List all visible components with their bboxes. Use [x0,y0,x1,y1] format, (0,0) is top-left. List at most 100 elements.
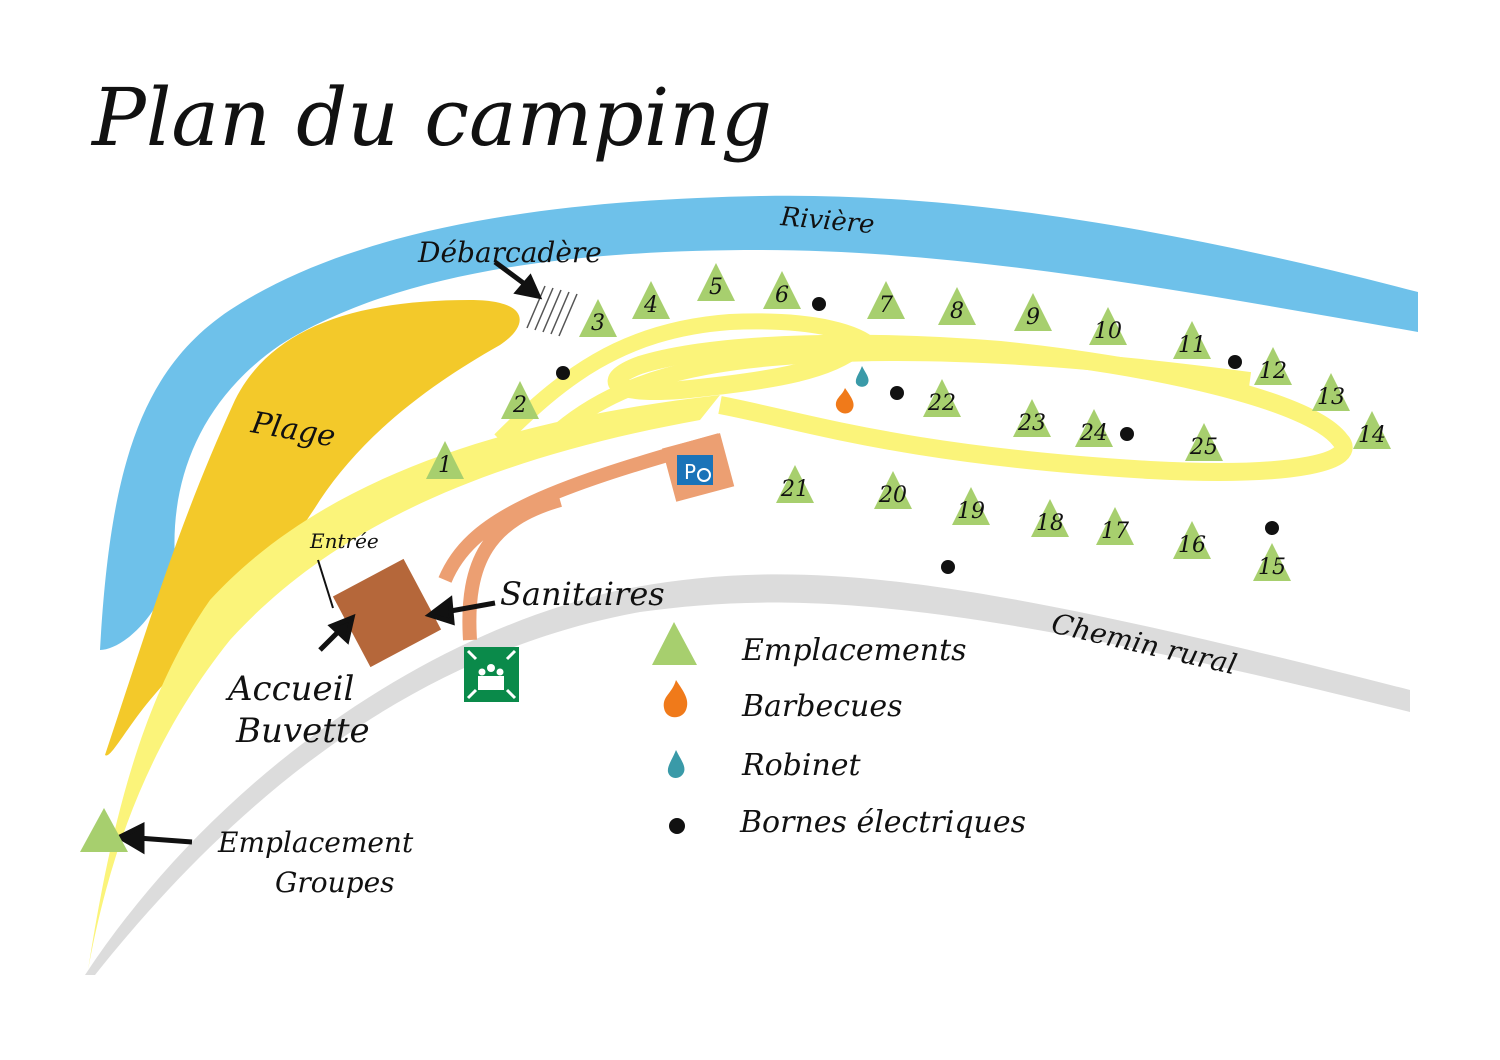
site-marker-22: 22 [923,379,961,417]
site-number: 10 [1094,319,1122,344]
tent-icon [952,487,990,525]
site-marker-6: 6 [763,271,801,309]
parking-disabled-icon: P [677,455,713,485]
tent-icon [1312,373,1350,411]
tent-icon [1185,423,1223,461]
tent-icon [579,299,617,337]
dot-icon [669,818,685,834]
site-marker-8: 8 [938,287,976,325]
site-marker-18: 18 [1031,499,1069,537]
site-number: 11 [1178,333,1206,358]
beach [105,300,520,756]
tent-icon [1013,399,1051,437]
tent-icon [867,281,905,319]
site-marker-12: 12 [1254,347,1292,385]
site-marker-7: 7 [867,281,905,319]
legend: Emplacements Barbecues Robinet Bornes él… [652,622,1026,840]
fire-icon [663,680,688,718]
pier-icon [526,285,578,337]
site-number: 21 [780,477,809,502]
rural-road-label: Chemin rural [1048,607,1240,682]
group-site-label-1: Emplacement [217,826,414,859]
entrance-line [317,559,334,609]
svg-text:P: P [684,460,696,484]
entrance-label: Entrée [309,529,379,553]
tent-icon [697,263,735,301]
tent-icon [1075,409,1113,447]
electric-terminals [556,297,1279,574]
water-drop-icon [667,750,685,778]
fire-icon [835,388,854,414]
tent-icon [1031,499,1069,537]
site-marker-25: 25 [1185,423,1223,461]
assembly-point-icon [464,647,519,702]
site-marker-17: 17 [1096,507,1134,545]
site-number: 13 [1317,385,1345,410]
site-number: 2 [512,393,527,418]
group-site-tent [80,808,128,852]
reception-label-2: Buvette [235,711,370,751]
legend-label-sites: Emplacements [741,633,967,668]
tent-icon [1173,521,1211,559]
site-number: 24 [1079,421,1108,446]
tent-icon [874,471,912,509]
tent-icon [1173,321,1211,359]
site-number: 19 [957,499,985,524]
tent-icon [1014,293,1052,331]
tent-icon [501,381,539,419]
pier-label: Débarcadère [417,236,602,269]
site-number: 18 [1036,511,1064,536]
tent-icon [763,271,801,309]
site-marker-4: 4 [632,281,670,319]
tent-icon [426,441,464,479]
site-number: 15 [1258,555,1286,580]
main-road [88,395,720,970]
tent-icon [923,379,961,417]
page-title: Plan du camping [90,71,772,164]
tent-icon [632,281,670,319]
legend-label-tap: Robinet [741,748,862,783]
site-marker-3: 3 [579,299,617,337]
site-marker-10: 10 [1089,307,1127,345]
tent-icon [1089,307,1127,345]
tent-icon [1254,347,1292,385]
site-number: 17 [1101,519,1129,544]
reception-label-1: Accueil [225,669,354,709]
site-marker-14: 14 [1353,411,1391,449]
sanitary-label: Sanitaires [500,575,665,613]
rural-road [85,574,1410,975]
site-marker-9: 9 [1014,293,1052,331]
tent-triangle-icon [652,622,697,665]
site-marker-23: 23 [1013,399,1051,437]
tent-icon [1353,411,1391,449]
electric-terminal-dot [1120,427,1134,441]
arrows [114,259,543,855]
site-number: 7 [879,293,893,318]
electric-terminal-dot [941,560,955,574]
electric-terminal-dot [556,366,570,380]
footpath [438,433,722,641]
site-marker-20: 20 [874,471,912,509]
water-drop-icon [855,366,869,387]
site-number: 1 [438,453,452,478]
site-number: 22 [927,391,956,416]
site-marker-13: 13 [1312,373,1350,411]
tent-icon [1096,507,1134,545]
electric-terminal-dot [890,386,904,400]
group-site-label-2: Groupes [275,866,395,899]
site-number: 16 [1178,533,1206,558]
electric-terminal-dot [1265,521,1279,535]
site-marker-16: 16 [1173,521,1211,559]
site-marker-24: 24 [1075,409,1113,447]
site-marker-15: 15 [1253,543,1291,581]
branch-road [494,313,1252,446]
site-marker-2: 2 [501,381,539,419]
site-number: 20 [878,483,907,508]
site-number: 23 [1017,411,1046,436]
site-number: 5 [709,275,723,300]
site-marker-11: 11 [1173,321,1211,359]
tent-icon [1253,543,1291,581]
site-number: 3 [591,311,605,336]
